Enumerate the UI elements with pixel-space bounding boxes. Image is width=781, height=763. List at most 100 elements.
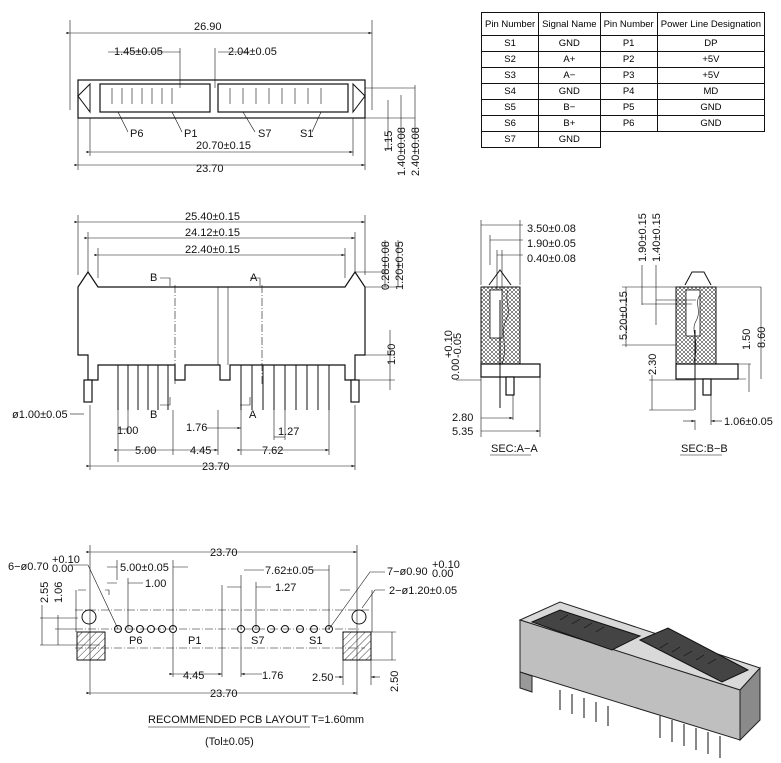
cell: P5	[599, 99, 658, 116]
cell: GND	[656, 115, 766, 132]
dim-label: 0.28±0.08	[380, 241, 392, 290]
cell: P3	[599, 67, 658, 84]
column-header: Pin Number	[480, 12, 540, 36]
tolerance-plus: +0.10	[443, 330, 455, 358]
cell: GND	[538, 83, 601, 100]
cell: B−	[538, 99, 601, 116]
dim-label: 1.50	[386, 344, 398, 365]
dim-label: 2−ø1.20±0.05	[389, 585, 457, 597]
pin-label: S7	[258, 128, 271, 140]
cell: S4	[480, 83, 540, 100]
pin-assignment-table: Pin Number Signal Name Pin Number Power …	[480, 12, 766, 148]
dim-label: 2.50	[389, 671, 401, 692]
dim-label: 5.20±0.15	[618, 291, 630, 340]
cell: P4	[599, 83, 658, 100]
dim-label: 1.00	[145, 578, 166, 590]
pcb-layout-title: RECOMMENDED PCB LAYOUT T=1.60mm	[148, 714, 364, 726]
cell: MD	[656, 83, 766, 100]
dim-label: 25.40±0.15	[185, 211, 240, 223]
dim-label: 2.80	[452, 412, 473, 424]
cell: GND	[538, 35, 601, 52]
pin-label: S1	[300, 128, 313, 140]
cell: S5	[480, 99, 540, 116]
dim-label: 1.15	[383, 131, 395, 152]
dim-label: 2.55	[39, 582, 51, 603]
dim-label: 1.45±0.05	[114, 46, 163, 58]
pin-label: P1	[184, 128, 197, 140]
cell: GND	[656, 99, 766, 116]
column-header: Power Line Designation	[656, 12, 766, 36]
section-a-a: 3.50±0.08 1.90±0.05 0.40±0.08 0.00 +0.10…	[443, 220, 576, 456]
dim-label: 1.40±0.15	[651, 213, 663, 262]
cell: B+	[538, 115, 601, 132]
dim-label: 2.50	[312, 672, 333, 684]
tolerance-minus: -0.05	[452, 333, 464, 358]
dim-label: 7−ø0.90	[387, 566, 428, 578]
cell: P2	[599, 51, 658, 68]
tolerance-minus: 0.00	[432, 568, 453, 580]
section-marker-a: A	[250, 272, 258, 284]
dim-label: 23.70	[210, 688, 238, 700]
dim-label: 1.76	[186, 422, 207, 434]
signal-holes	[114, 625, 333, 633]
cell: GND	[538, 131, 601, 148]
tolerance-note: (Tol±0.05)	[205, 736, 254, 748]
dim-label: 1.06±0.05	[724, 416, 773, 428]
dim-label: 7.62	[262, 445, 283, 457]
contact-row	[111, 88, 322, 104]
cell: P6	[599, 115, 658, 132]
dim-label: 0.00	[450, 359, 462, 380]
dim-label: 6−ø0.70	[8, 561, 49, 573]
cell: +5V	[656, 51, 766, 68]
empty-cell	[657, 132, 764, 148]
pcb-layout: 23.70 6−ø0.70 +0.10 0.00 5.00±0.05 1.00 …	[8, 545, 460, 748]
dim-label: 23.70	[210, 547, 238, 559]
tolerance-plus: +0.10	[432, 559, 460, 571]
cell: DP	[656, 35, 766, 52]
pin-label: S1	[309, 635, 322, 647]
dim-label: 1.50	[741, 329, 753, 350]
section-title: SEC:A−A	[491, 443, 538, 455]
top-view: 1.45±0.05 2.04±0.05 26.90 1.15 1.40±0.08…	[66, 20, 422, 176]
pin-label: S7	[251, 635, 264, 647]
pin-label: P6	[129, 635, 142, 647]
dim-label: 23.70	[196, 163, 224, 175]
tolerance-minus: 0.00	[52, 563, 73, 575]
dim-label: 1.90±0.05	[527, 238, 576, 250]
dim-label: 2.30	[647, 354, 659, 375]
cell: A−	[538, 67, 601, 84]
cell: A+	[538, 51, 601, 68]
cell: S3	[480, 67, 540, 84]
dim-label: 5.00±0.05	[120, 562, 169, 574]
section-marker-a: A	[249, 409, 257, 421]
connector-3d-render	[518, 601, 761, 758]
cell: +5V	[656, 67, 766, 84]
section-b-b: 1.90±0.15 1.40±0.15 5.20±0.15 2.30 1.50 …	[618, 213, 773, 456]
mounting-hole	[81, 609, 97, 625]
dim-label: ø1.00±0.05	[12, 409, 68, 421]
section-title: SEC:B−B	[681, 443, 728, 455]
dim-label: 2.04±0.05	[228, 46, 277, 58]
dim-label: 23.70	[202, 461, 230, 473]
dim-label: 1.27	[278, 426, 299, 438]
pin-label: P6	[130, 128, 143, 140]
front-view: 25.40±0.15 24.12±0.15 22.40±0.15 0.28±0.…	[12, 211, 406, 473]
dim-label: 0.40±0.08	[527, 253, 576, 265]
dim-label: 5.00	[135, 445, 156, 457]
dim-label: 7.62±0.05	[265, 565, 314, 577]
cell: S1	[480, 35, 540, 52]
dim-label: 1.27	[275, 582, 296, 594]
table-header-row: Pin Number Signal Name Pin Number Power …	[480, 12, 766, 36]
dim-label: 5.35	[452, 426, 473, 438]
dim-label: 1.76	[262, 670, 283, 682]
dim-label: 20.70±0.15	[196, 140, 251, 152]
pin-label: P1	[188, 635, 201, 647]
solder-pad	[342, 631, 372, 661]
column-header: Pin Number	[599, 12, 658, 36]
cell: P1	[599, 35, 658, 52]
